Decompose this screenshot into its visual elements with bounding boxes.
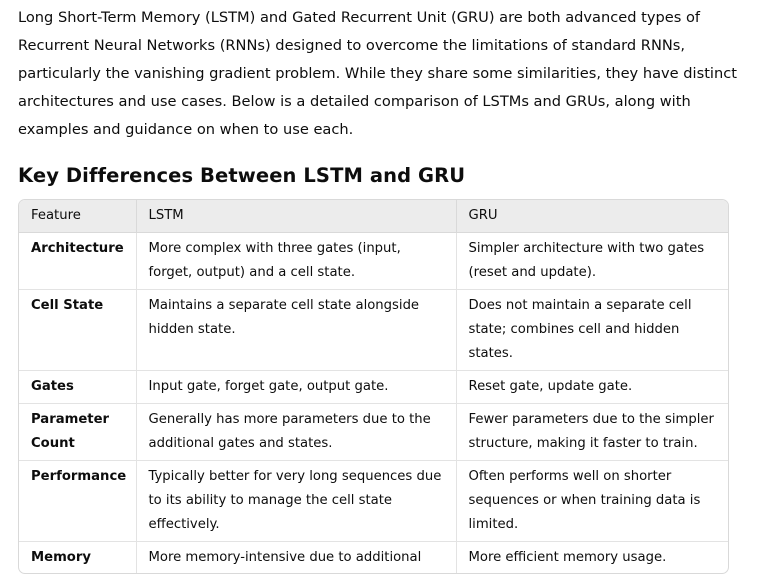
intro-paragraph: Long Short-Term Memory (LSTM) and Gated … — [18, 9, 737, 138]
comparison-table: Feature LSTM GRU Architecture More compl… — [19, 200, 728, 573]
table-row: Parameter Count Generally has more param… — [19, 403, 728, 461]
gru-cell: More efficient memory usage. — [468, 550, 667, 565]
feature-cell: Performance — [19, 460, 137, 542]
section-heading: Key Differences Between LSTM and GRU — [18, 164, 466, 187]
feature-cell: Architecture — [19, 232, 137, 290]
lstm-cell: More complex with three gates (input, fo… — [136, 232, 457, 290]
feature-cell: Cell State — [19, 289, 137, 371]
gru-cell: Does not maintain a separate cell state;… — [456, 289, 728, 371]
gru-cell: Simpler architecture with two gates (res… — [456, 232, 728, 290]
lstm-cell: Maintains a separate cell state alongsid… — [136, 289, 457, 371]
table-row: Cell State Maintains a separate cell sta… — [19, 289, 728, 371]
feature-cell: Parameter Count — [19, 403, 137, 461]
feature-cell: Memory — [19, 541, 137, 573]
lstm-cell: Input gate, forget gate, output gate. — [136, 370, 457, 404]
gru-cell: Fewer parameters due to the simpler stru… — [456, 403, 728, 461]
comparison-table-container: Feature LSTM GRU Architecture More compl… — [18, 199, 729, 574]
gru-cell: Often performs well on shorter sequences… — [456, 460, 728, 542]
table-row: Gates Input gate, forget gate, output ga… — [19, 370, 728, 404]
header-gru: GRU — [456, 200, 728, 233]
table-header-row: Feature LSTM GRU — [19, 200, 728, 233]
table-row: Architecture More complex with three gat… — [19, 232, 728, 290]
table-row: Performance Typically better for very lo… — [19, 460, 728, 542]
gru-cell: Reset gate, update gate. — [456, 370, 728, 404]
lstm-cell: Typically better for very long sequences… — [136, 460, 457, 542]
lstm-cell: Generally has more parameters due to the… — [136, 403, 457, 461]
header-feature: Feature — [19, 200, 137, 233]
header-lstm: LSTM — [136, 200, 457, 233]
feature-cell: Gates — [19, 370, 137, 404]
table-row: Memory More memory-intensive due to addi… — [19, 541, 728, 573]
lstm-cell: More memory-intensive due to additional … — [136, 541, 457, 573]
